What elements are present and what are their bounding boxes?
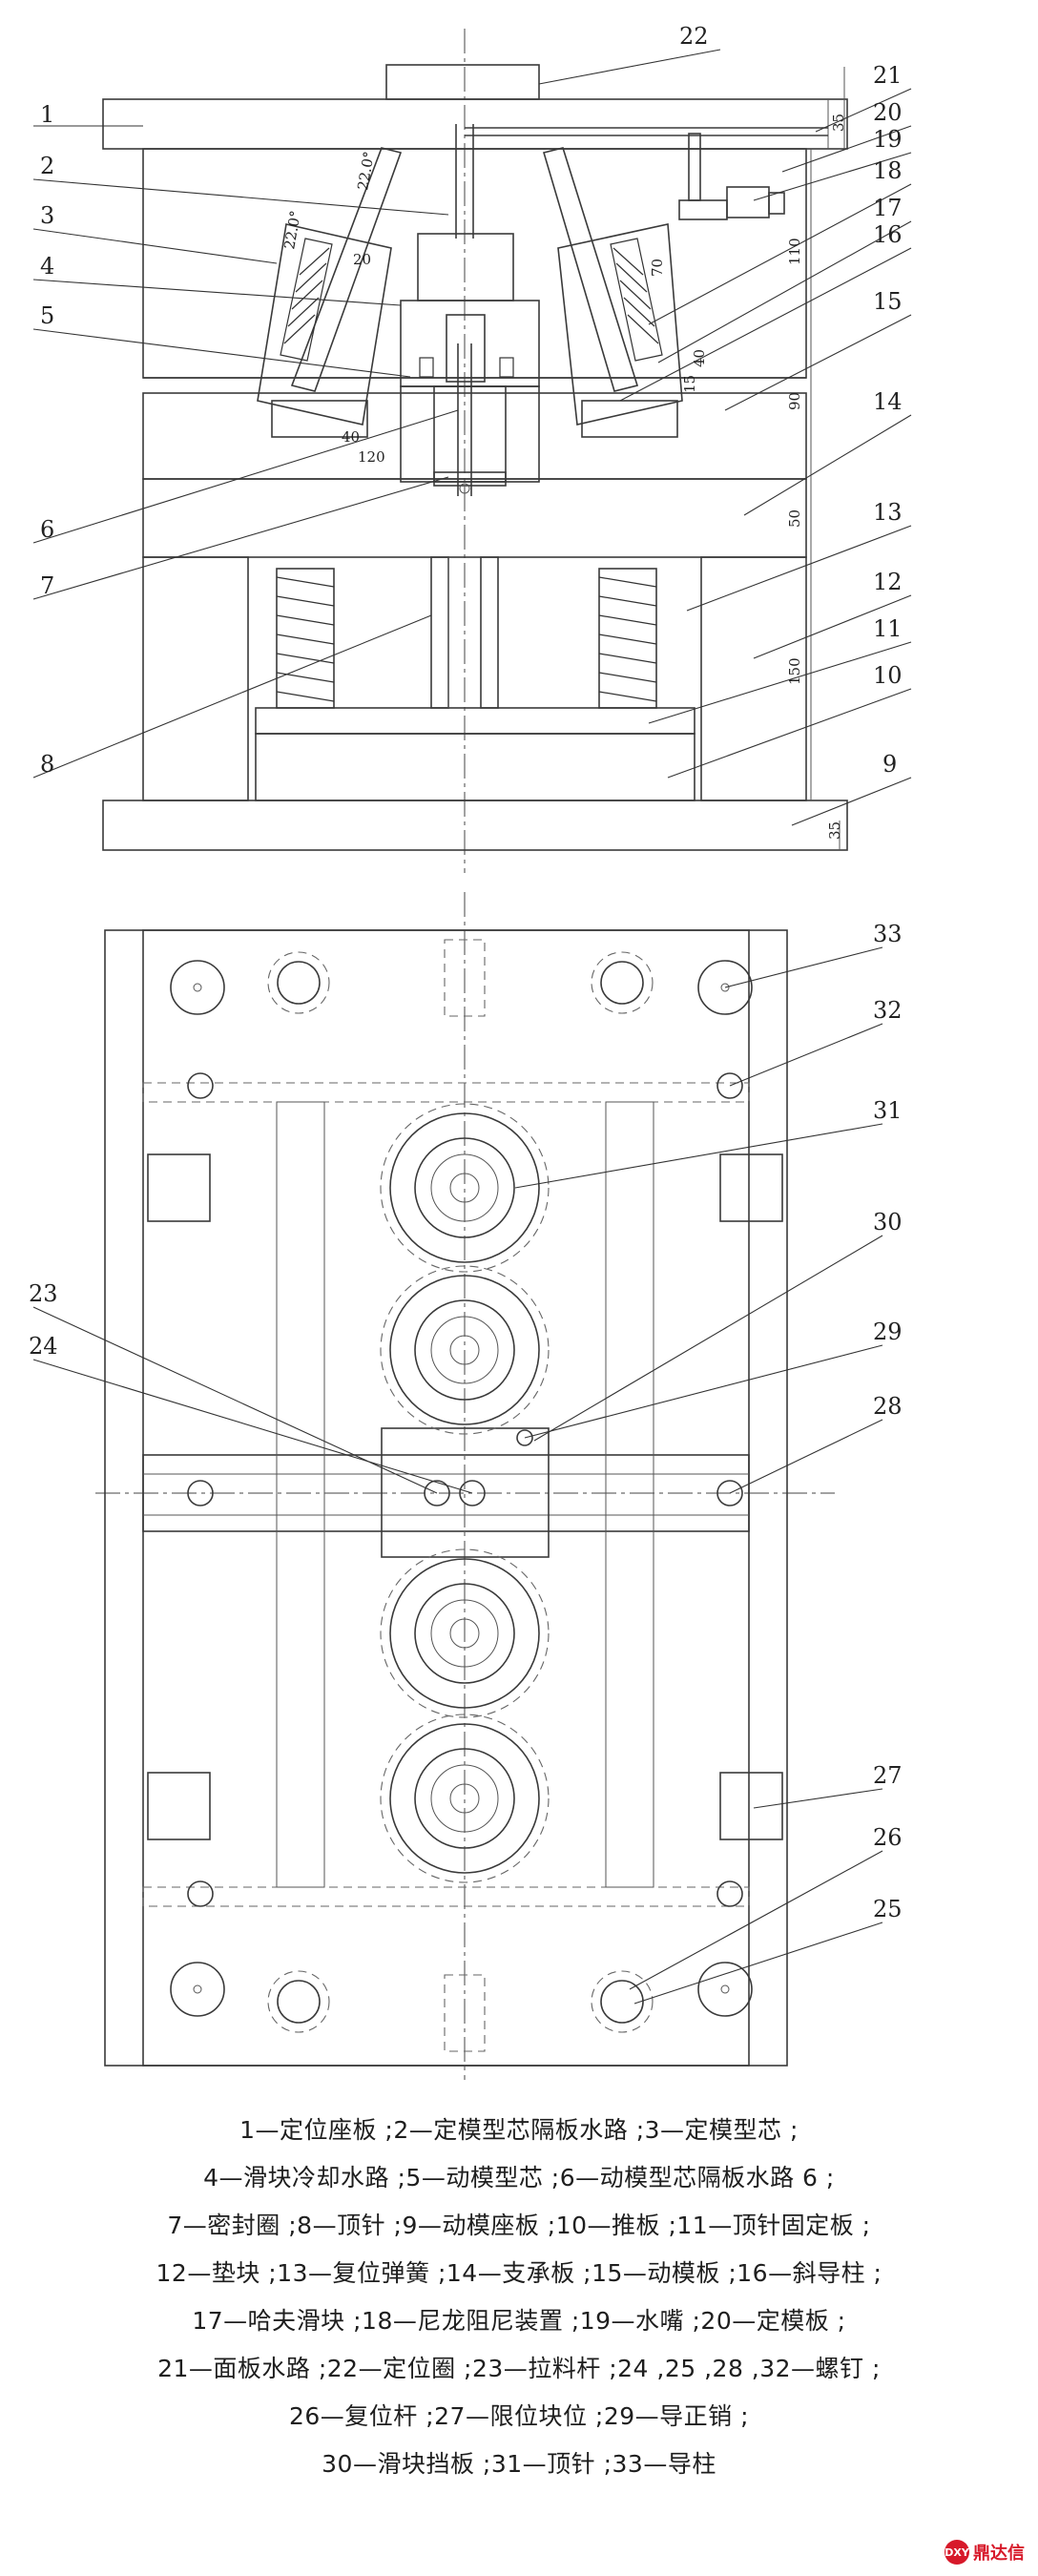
callout-16: 16 bbox=[873, 221, 903, 248]
callout-3: 3 bbox=[40, 202, 54, 229]
callout-20: 20 bbox=[873, 99, 903, 126]
legend-line-5: 17—哈夫滑块 ;18—尼龙阻尼装置 ;19—水嘴 ;20—定模板 ; bbox=[192, 2307, 846, 2335]
callout-18: 18 bbox=[873, 157, 903, 184]
watermark: DXY 鼎达信 bbox=[945, 2540, 1025, 2565]
parts-legend: 1—定位座板 ;2—定模型芯隔板水路 ;3—定模型芯 ; 4—滑块冷却水路 ;5… bbox=[0, 2107, 1038, 2488]
callout-25: 25 bbox=[873, 1896, 903, 1922]
callout-11: 11 bbox=[873, 615, 903, 642]
plan-view bbox=[32, 892, 883, 2080]
legend-line-6: 21—面板水路 ;22—定位圈 ;23—拉料杆 ;24 ,25 ,28 ,32—… bbox=[157, 2355, 881, 2382]
dimension-labels: 35 70 110 40 15 90 50 150 35 40 120 20 2… bbox=[280, 114, 847, 840]
watermark-logo-icon: DXY bbox=[945, 2540, 969, 2565]
dim-70: 70 bbox=[649, 259, 666, 277]
dim-40-right: 40 bbox=[691, 349, 708, 367]
legend-line-7: 26—复位杆 ;27—限位块位 ;29—导正销 ; bbox=[288, 2402, 750, 2430]
callout-7: 7 bbox=[40, 572, 54, 599]
legend-line-1: 1—定位座板 ;2—定模型芯隔板水路 ;3—定模型芯 ; bbox=[239, 2116, 799, 2144]
legend-line-2: 4—滑块冷却水路 ;5—动模型芯 ;6—动模型芯隔板水路 6 ; bbox=[203, 2164, 835, 2192]
guide-pillars bbox=[170, 951, 753, 2033]
callout-33: 33 bbox=[873, 921, 903, 947]
dim-20: 20 bbox=[353, 251, 371, 268]
callout-13: 13 bbox=[873, 499, 903, 526]
callout-30: 30 bbox=[873, 1209, 903, 1236]
callout-12: 12 bbox=[873, 569, 903, 595]
callout-5: 5 bbox=[40, 302, 54, 329]
callout-1: 1 bbox=[40, 101, 54, 128]
callout-27: 27 bbox=[873, 1762, 903, 1789]
callout-10: 10 bbox=[873, 662, 903, 689]
legend-line-8: 30—滑块挡板 ;31—顶针 ;33—导柱 bbox=[322, 2450, 716, 2478]
legend-line-3: 7—密封圈 ;8—顶针 ;9—动模座板 ;10—推板 ;11—顶针固定板 ; bbox=[167, 2212, 871, 2239]
callout-23: 23 bbox=[29, 1280, 58, 1307]
callout-29: 29 bbox=[873, 1319, 903, 1345]
callout-8: 8 bbox=[40, 751, 54, 778]
callout-19: 19 bbox=[873, 126, 903, 153]
callout-32: 32 bbox=[873, 997, 903, 1024]
dim-40-bottom: 40 bbox=[342, 428, 360, 446]
dim-35-top: 35 bbox=[830, 114, 847, 132]
dim-50: 50 bbox=[786, 509, 803, 528]
callout-24: 24 bbox=[29, 1333, 58, 1360]
dim-15: 15 bbox=[681, 375, 698, 393]
callout-26: 26 bbox=[873, 1824, 903, 1851]
callout-4: 4 bbox=[40, 253, 54, 280]
dim-120: 120 bbox=[358, 448, 385, 466]
callout-15: 15 bbox=[873, 288, 903, 315]
callout-numbers: 1 2 3 4 5 6 7 8 9 10 11 12 13 14 15 16 1… bbox=[29, 23, 903, 1922]
dim-150: 150 bbox=[786, 657, 803, 685]
callout-21: 21 bbox=[873, 62, 903, 89]
cavity-circles bbox=[380, 1103, 550, 1883]
mold-assembly-drawing: 1 2 3 4 5 6 7 8 9 10 11 12 13 14 15 16 1… bbox=[29, 23, 912, 2080]
dim-35-bottom: 35 bbox=[826, 821, 843, 840]
front-section-view bbox=[32, 29, 912, 873]
callout-28: 28 bbox=[873, 1393, 903, 1420]
dim-90: 90 bbox=[786, 392, 803, 410]
watermark-text: 鼎达信 bbox=[973, 2544, 1025, 2564]
callout-22: 22 bbox=[679, 23, 709, 50]
callout-31: 31 bbox=[873, 1097, 903, 1124]
callout-17: 17 bbox=[873, 195, 903, 221]
callout-2: 2 bbox=[40, 153, 54, 179]
callout-14: 14 bbox=[873, 388, 903, 415]
plan-leader-lines bbox=[32, 946, 883, 2005]
angle-22-lower: 22.0° bbox=[280, 209, 304, 250]
callout-9: 9 bbox=[882, 751, 897, 778]
dim-110: 110 bbox=[786, 238, 803, 265]
angle-22-upper: 22.0° bbox=[354, 150, 378, 191]
legend-line-4: 12—垫块 ;13—复位弹簧 ;14—支承板 ;15—动模板 ;16—斜导柱 ; bbox=[156, 2259, 882, 2287]
callout-6: 6 bbox=[40, 516, 54, 543]
leader-lines bbox=[32, 49, 912, 826]
